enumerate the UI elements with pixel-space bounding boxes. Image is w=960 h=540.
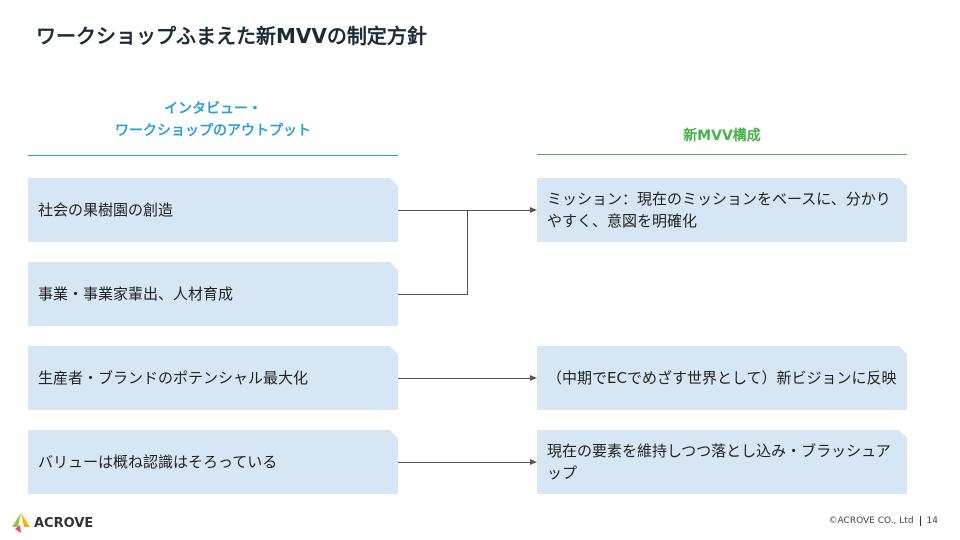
left-heading-line2: ワークショップのアウトプット xyxy=(115,123,311,139)
acrove-logo: ACROVE xyxy=(12,513,93,533)
connector xyxy=(398,210,530,211)
left-box: 社会の果樹園の創造 xyxy=(28,178,398,242)
right-heading: 新MVV構成 xyxy=(683,128,761,144)
connector xyxy=(467,210,468,295)
arrow-icon xyxy=(530,375,537,381)
connector xyxy=(398,378,530,379)
left-heading-line1: インタビュー・ xyxy=(164,101,262,117)
page-number: 14 xyxy=(926,516,938,526)
left-box: 生産者・ブランドのポテンシャル最大化 xyxy=(28,346,398,410)
logo-icon xyxy=(12,513,30,533)
connector xyxy=(398,462,530,463)
right-box: （中期でECでめざす世界として）新ビジョンに反映 xyxy=(537,346,907,410)
right-box: 現在の要素を維持しつつ落とし込み・ブラッシュアップ xyxy=(537,430,907,494)
right-heading-rule xyxy=(537,154,907,155)
copyright: ©ACROVE CO., Ltd xyxy=(828,516,914,526)
left-heading: インタビュー・ワークショップのアウトプット xyxy=(28,98,398,142)
left-heading-rule xyxy=(28,155,398,156)
right-box: ミッション：現在のミッションをベースに、分かりやすく、意図を明確化 xyxy=(537,178,907,242)
logo-text: ACROVE xyxy=(34,515,94,531)
arrow-icon xyxy=(530,459,537,465)
arrow-icon xyxy=(530,207,537,213)
connector xyxy=(398,294,468,295)
left-box: 事業・事業家輩出、人材育成 xyxy=(28,262,398,326)
left-box: バリューは概ね認識はそろっている xyxy=(28,430,398,494)
page-title: ワークショップふまえた新MVVの制定方針 xyxy=(36,24,427,48)
footer: ©ACROVE CO., Ltd 14 xyxy=(829,516,938,526)
